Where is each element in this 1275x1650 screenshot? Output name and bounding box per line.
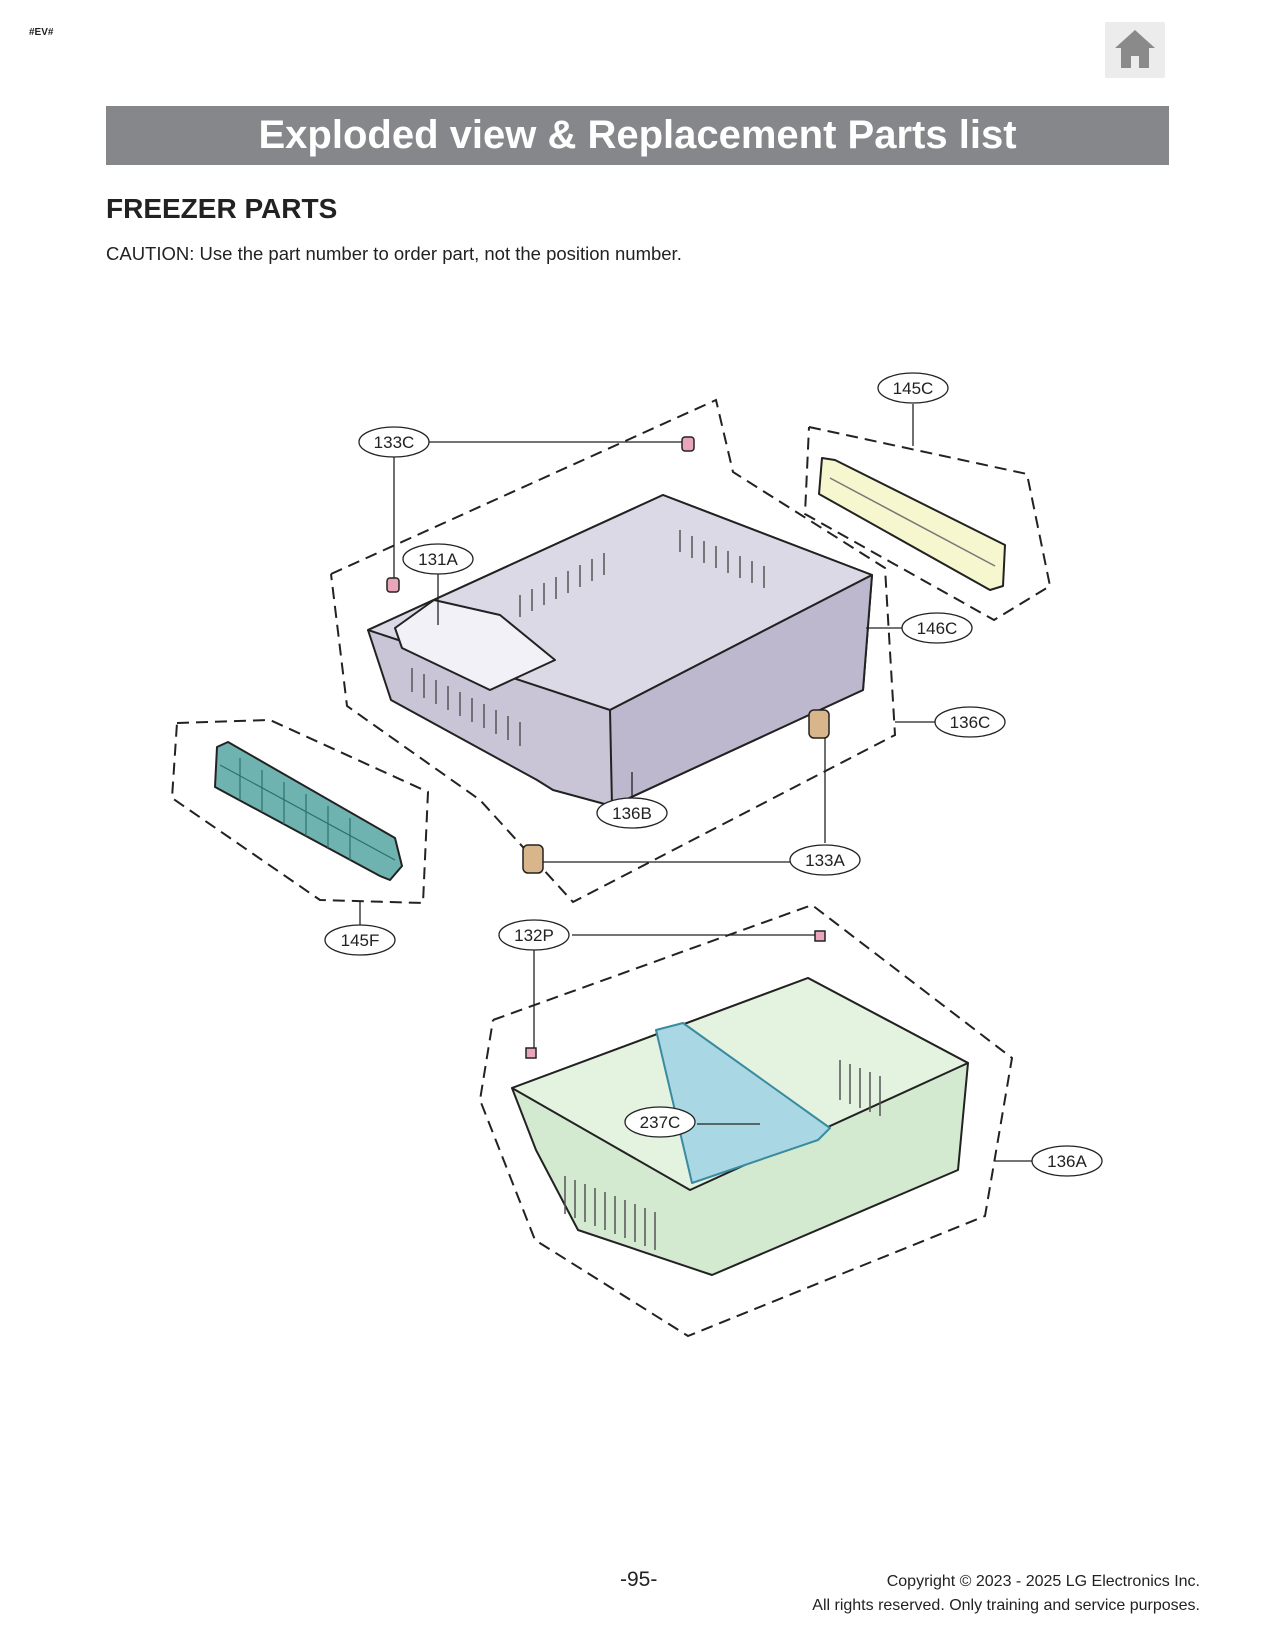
callout-131A: 131A xyxy=(402,543,474,575)
group-outline-front-panel xyxy=(803,426,1052,622)
callout-132P: 132P xyxy=(498,919,570,951)
page-banner: Exploded view & Replacement Parts list xyxy=(106,106,1169,165)
svg-text:132P: 132P xyxy=(514,926,554,945)
roller-133A-left xyxy=(522,844,544,874)
callout-133A: 133A xyxy=(789,844,861,876)
section-title: FREEZER PARTS xyxy=(106,193,338,224)
svg-text:145C: 145C xyxy=(893,379,934,398)
document-tag: #EV# xyxy=(29,27,54,38)
svg-text:136B: 136B xyxy=(612,804,652,823)
callout-133C: 133C xyxy=(358,426,430,458)
roller-133A-right xyxy=(808,709,830,739)
svg-text:136A: 136A xyxy=(1047,1152,1087,1171)
copyright-block: Copyright © 2023 - 2025 LG Electronics I… xyxy=(812,1570,1200,1618)
svg-text:133C: 133C xyxy=(374,433,415,452)
home-icon xyxy=(1115,30,1155,68)
grille-part xyxy=(214,741,403,881)
svg-text:145F: 145F xyxy=(341,931,380,950)
svg-text:146C: 146C xyxy=(917,619,958,638)
group-outline-upper-tray xyxy=(330,398,897,904)
svg-text:136C: 136C xyxy=(950,713,991,732)
pad-133C-left xyxy=(386,577,400,593)
svg-text:133A: 133A xyxy=(805,851,845,870)
lower-basket-part xyxy=(511,977,969,1276)
callout-136A: 136A xyxy=(1031,1145,1103,1177)
copyright-line: Copyright © 2023 - 2025 LG Electronics I… xyxy=(886,1573,1200,1590)
page-number: -95- xyxy=(620,1568,658,1591)
front-panel-part xyxy=(818,457,1006,591)
rights-line: All rights reserved. Only training and s… xyxy=(812,1597,1200,1614)
callout-136C: 136C xyxy=(934,706,1006,738)
callout-136B: 136B xyxy=(596,797,668,829)
svg-text:131A: 131A xyxy=(418,550,458,569)
callout-237C: 237C xyxy=(624,1106,696,1138)
home-button[interactable] xyxy=(1105,22,1165,78)
callout-145F: 145F xyxy=(324,924,396,956)
callout-146C: 146C xyxy=(901,612,973,644)
pad-132P-right xyxy=(814,930,826,942)
svg-text:237C: 237C xyxy=(640,1113,681,1132)
callout-145C: 145C xyxy=(877,372,949,404)
upper-tray-part xyxy=(367,494,873,807)
pad-132P-left xyxy=(525,1047,537,1059)
group-outline-lower-basket xyxy=(478,903,1014,1338)
pad-133C-right xyxy=(681,436,695,452)
caution-note: CAUTION: Use the part number to order pa… xyxy=(106,243,682,264)
